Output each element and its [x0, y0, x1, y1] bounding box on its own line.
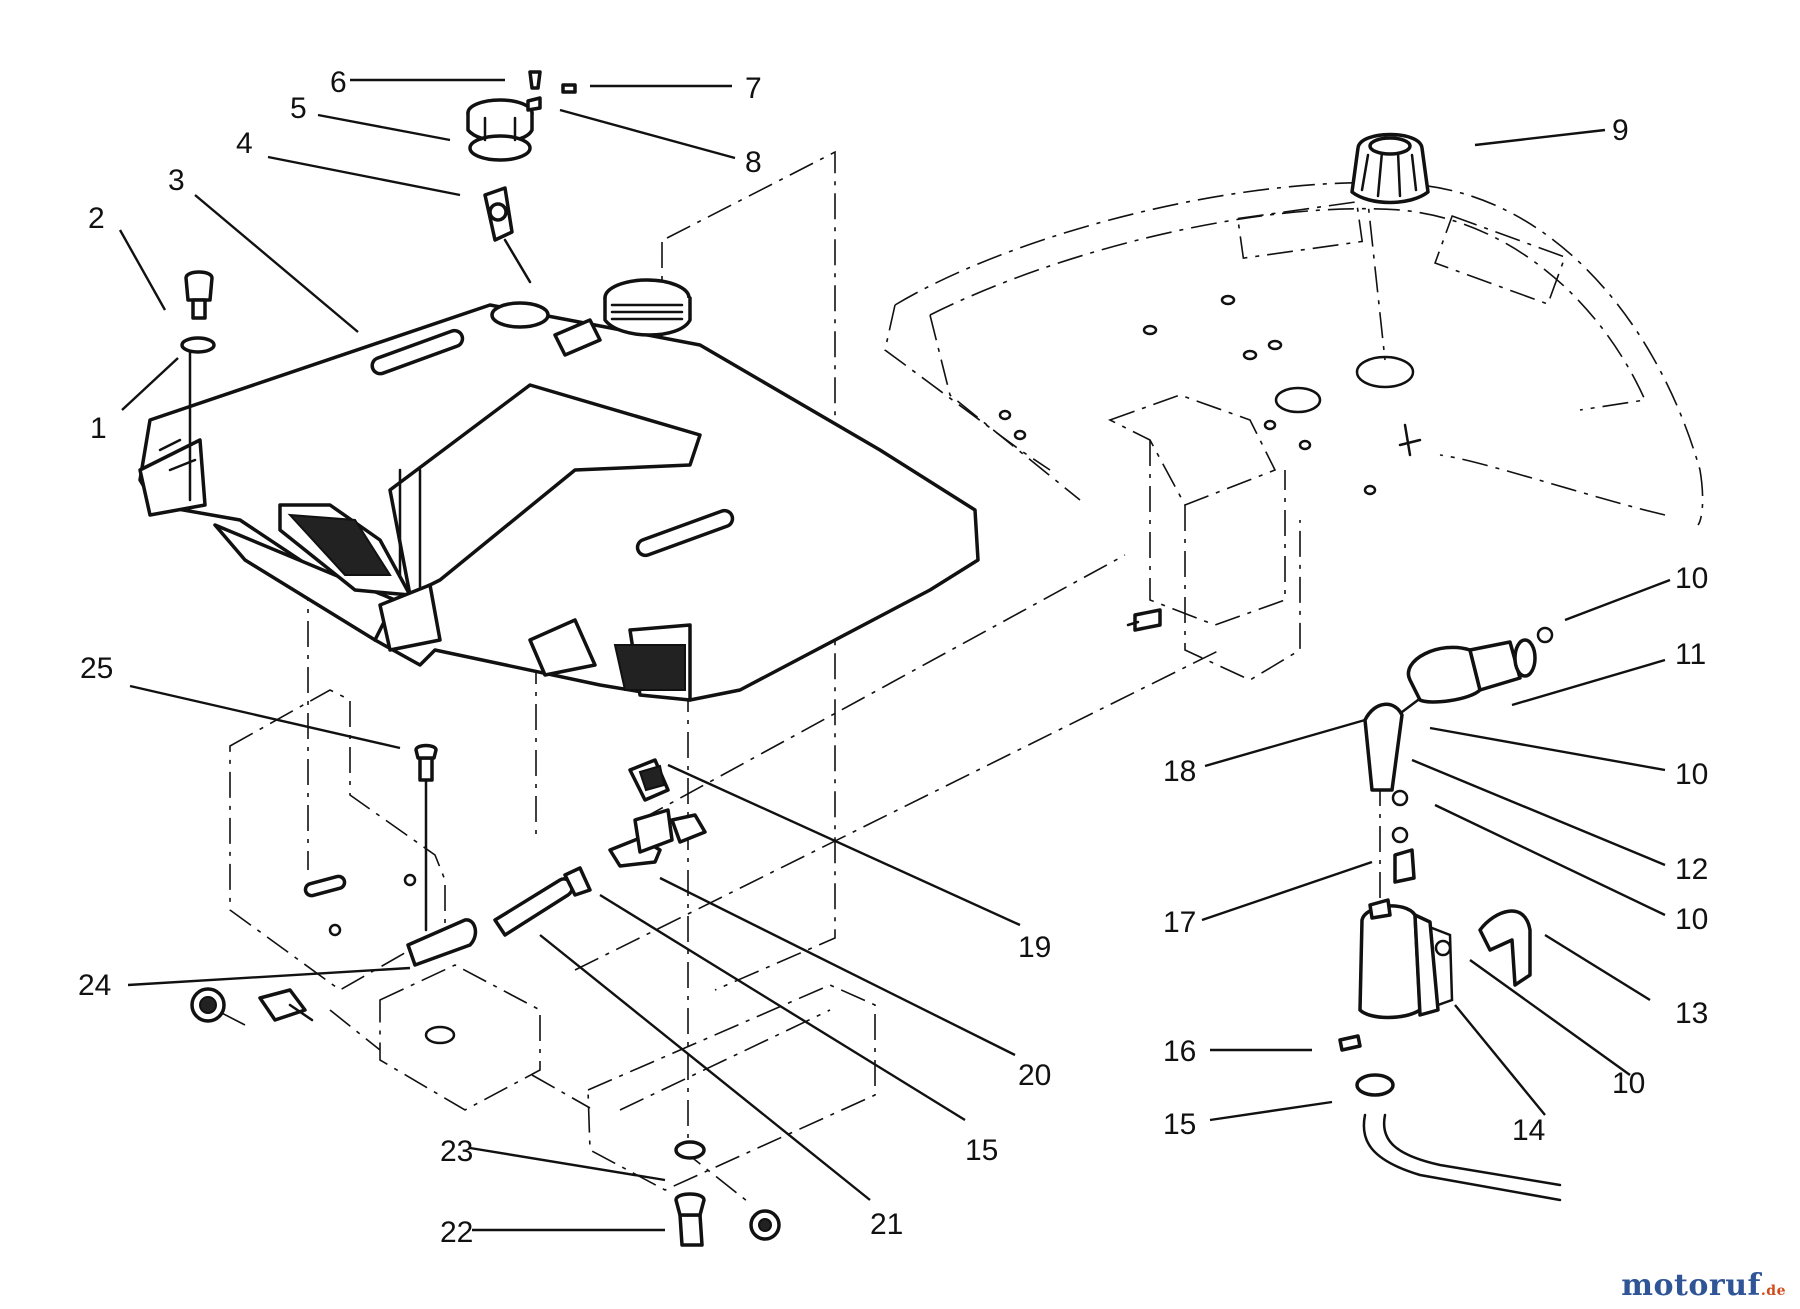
leader-lines — [118, 78, 1671, 1232]
callout-24: 24 — [78, 969, 111, 1002]
callout-23: 23 — [440, 1135, 473, 1168]
callout-12: 12 — [1675, 853, 1708, 886]
callout-18: 18 — [1163, 755, 1196, 788]
fuel-cap — [1350, 132, 1430, 205]
callout-4: 4 — [236, 127, 253, 160]
drain-plug — [180, 270, 216, 502]
left-bracket — [190, 689, 446, 1023]
callout-17: 17 — [1163, 906, 1196, 939]
callout-10b: 10 — [1675, 758, 1708, 791]
callout-15a: 15 — [965, 1134, 998, 1167]
callout-6: 6 — [330, 66, 347, 99]
callout-19: 19 — [1018, 931, 1051, 964]
callout-labels: 1 2 3 4 5 6 7 9 8 10 11 10 12 10 13 10 1… — [78, 66, 1708, 1249]
fuel-tank — [138, 278, 980, 702]
heat-shield — [587, 984, 876, 1191]
callout-9: 9 — [1612, 114, 1629, 147]
callout-14: 14 — [1512, 1114, 1545, 1147]
fuel-filter-assembly — [1338, 626, 1562, 1202]
callout-5: 5 — [290, 92, 307, 125]
callout-22: 22 — [440, 1216, 473, 1249]
callout-15b: 15 — [1163, 1108, 1196, 1141]
callout-11: 11 — [1675, 638, 1706, 671]
callout-21: 21 — [870, 1208, 903, 1241]
fuel-gauge-assembly — [466, 70, 577, 284]
callout-2: 2 — [88, 202, 105, 235]
fuel-fittings — [493, 758, 781, 1247]
callout-16: 16 — [1163, 1035, 1196, 1068]
callout-10a: 10 — [1675, 562, 1708, 595]
callout-13: 13 — [1675, 997, 1708, 1030]
callout-3: 3 — [168, 164, 185, 197]
mounting-plate — [884, 181, 1704, 681]
callout-25: 25 — [80, 652, 113, 685]
callout-10d: 10 — [1612, 1067, 1645, 1100]
callout-8: 8 — [745, 146, 762, 179]
callout-1: 1 — [90, 412, 107, 445]
callout-10c: 10 — [1675, 903, 1708, 936]
callout-7: 7 — [745, 72, 762, 105]
watermark-logo: motoruf.de — [1621, 1268, 1786, 1303]
watermark-tld: .de — [1760, 1283, 1786, 1299]
lower-bracket — [258, 918, 541, 1111]
callout-20: 20 — [1018, 1059, 1051, 1092]
assembly-guide-lines — [211, 150, 1386, 1206]
watermark-main: motoruf — [1621, 1268, 1761, 1303]
